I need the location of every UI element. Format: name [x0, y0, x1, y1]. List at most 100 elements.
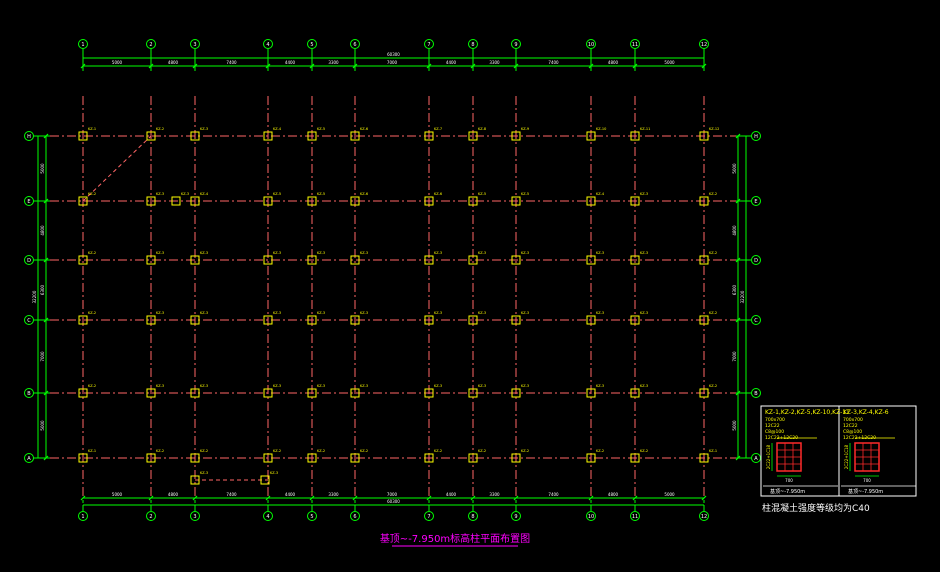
- column-H6: [350, 131, 360, 141]
- grid-bubble-bottom-12-circle: [699, 511, 709, 521]
- column-E6: [350, 196, 360, 206]
- column-B12: [699, 388, 709, 398]
- legend-box-1-spec-line: 12C22: [765, 423, 780, 429]
- dim-vspacing-label-left: 5000: [40, 420, 45, 431]
- column-D7: [424, 255, 434, 265]
- drawing-title: 基顶~-7.950m标高柱平面布置图: [380, 532, 530, 545]
- column-B5: [307, 388, 317, 398]
- extra-column: [260, 475, 270, 485]
- column-C1: [78, 315, 88, 325]
- dim-vspacing-label-left: 6300: [40, 284, 45, 295]
- column-tag-C8: KZ-3: [478, 311, 486, 315]
- column-tag-E2: KZ-3: [156, 192, 164, 196]
- dim-spacing-label-bottom: 5000: [112, 492, 123, 497]
- grid-bubble-bottom-1-label: 1: [81, 514, 84, 520]
- column-tag-C5: KZ-3: [317, 311, 325, 315]
- column-H7: [424, 131, 434, 141]
- column-tag-A4: KZ-2: [273, 449, 281, 453]
- column-E10: [586, 196, 596, 206]
- dim-spacing-label-top: 7400: [548, 60, 559, 65]
- grid-bubble-top-2-circle: [146, 39, 156, 49]
- column-tag-H10: KZ-10: [596, 127, 606, 131]
- column-H12: [699, 131, 709, 141]
- column-tag-A3: KZ-2: [200, 449, 208, 453]
- grid-bubble-top-5-label: 5: [310, 42, 313, 48]
- dim-slash-top: [80, 63, 86, 69]
- dim-spacing-label-top: 4800: [608, 60, 619, 65]
- grid-bubble-top-6-circle: [350, 39, 360, 49]
- extra-column: [190, 475, 200, 485]
- dim-slash-top: [513, 63, 519, 69]
- column-D5: [307, 255, 317, 265]
- column-tag-B1: KZ-2: [88, 384, 96, 388]
- grid-bubble-bottom-1-circle: [78, 511, 88, 521]
- column-tag-H3: KZ-3: [200, 127, 208, 131]
- column-tag-H11: KZ-11: [640, 127, 650, 131]
- column-tag-D1: KZ-2: [88, 251, 96, 255]
- column-tag-A12: KZ-1: [709, 449, 717, 453]
- column-tag-D6: KZ-3: [360, 251, 368, 255]
- extra-column: [171, 196, 181, 206]
- column-tag-A7: KZ-2: [434, 449, 442, 453]
- grid-bubble-bottom-11-label: 11: [632, 514, 638, 520]
- grid-bubble-top-11-circle: [630, 39, 640, 49]
- legend-box-2-dim-left: 2C22+1C18: [844, 444, 849, 469]
- dim-spacing-label-top: 7400: [226, 60, 237, 65]
- grid-bubble-left-H-circle: [24, 131, 34, 141]
- column-tag-A2: KZ-2: [156, 449, 164, 453]
- column-tag-B9: KZ-3: [521, 384, 529, 388]
- column-D2: [146, 255, 156, 265]
- column-E5: [307, 196, 317, 206]
- dim-slash-bottom: [470, 495, 476, 501]
- dim-vspacing-label-right: 5000: [732, 420, 737, 431]
- column-tag-B7: KZ-3: [434, 384, 442, 388]
- grid-bubble-bottom-3-circle: [190, 511, 200, 521]
- dim-total-label-top: 60300: [387, 52, 400, 57]
- column-H4: [263, 131, 273, 141]
- dim-slash-bottom: [80, 495, 86, 501]
- column-tag-C11: KZ-3: [640, 311, 648, 315]
- column-tag-H5: KZ-5: [317, 127, 325, 131]
- dim-vtotal-label-right: 32200: [740, 290, 745, 303]
- legend-box-2-spec-line: 700x700: [843, 417, 863, 423]
- column-B1: [78, 388, 88, 398]
- grid-bubble-bottom-8-label: 8: [471, 514, 474, 520]
- column-tag-H12: KZ-12: [709, 127, 719, 131]
- grid-bubble-bottom-7-label: 7: [427, 514, 430, 520]
- column-tag-E1: KZ-2: [88, 192, 96, 196]
- column-A3: [190, 453, 200, 463]
- dim-spacing-label-top: 3300: [328, 60, 339, 65]
- column-tag-D7: KZ-3: [434, 251, 442, 255]
- column-tag-B4: KZ-3: [273, 384, 281, 388]
- grid-bubble-top-7-label: 7: [427, 42, 430, 48]
- column-E1: [78, 196, 88, 206]
- column-A8: [468, 453, 478, 463]
- column-B7: [424, 388, 434, 398]
- grid-bubble-bottom-2-circle: [146, 511, 156, 521]
- grid-bubble-top-10-circle: [586, 39, 596, 49]
- grid-bubble-left-B-label: B: [27, 391, 31, 397]
- column-C6: [350, 315, 360, 325]
- column-tag-D10: KZ-3: [596, 251, 604, 255]
- grid-bubble-top-10-label: 10: [588, 42, 594, 48]
- legend-box-1-dim-left: 2C22+1C18: [766, 444, 771, 469]
- legend-box-2-level: 基顶~-7.950m: [848, 488, 883, 495]
- column-tag-C12: KZ-2: [709, 311, 717, 315]
- dim-slash-top: [426, 63, 432, 69]
- grid-bubble-bottom-11-circle: [630, 511, 640, 521]
- dim-slash-bottom: [265, 495, 271, 501]
- dim-spacing-label-bottom: 4800: [168, 492, 179, 497]
- grid-bubble-bottom-10-circle: [586, 511, 596, 521]
- column-tag-E11: KZ-3: [640, 192, 648, 196]
- grid-bubble-bottom-2-label: 2: [149, 514, 152, 520]
- dim-slash-bottom: [632, 495, 638, 501]
- legend-box-1-level: 基顶~-7.950m: [770, 488, 805, 495]
- column-B2: [146, 388, 156, 398]
- grid-bubble-top-4-circle: [263, 39, 273, 49]
- column-tag-C9: KZ-3: [521, 311, 529, 315]
- grid-bubble-bottom-7-circle: [424, 511, 434, 521]
- column-E2: [146, 196, 156, 206]
- diagonal-brace: [82, 135, 152, 202]
